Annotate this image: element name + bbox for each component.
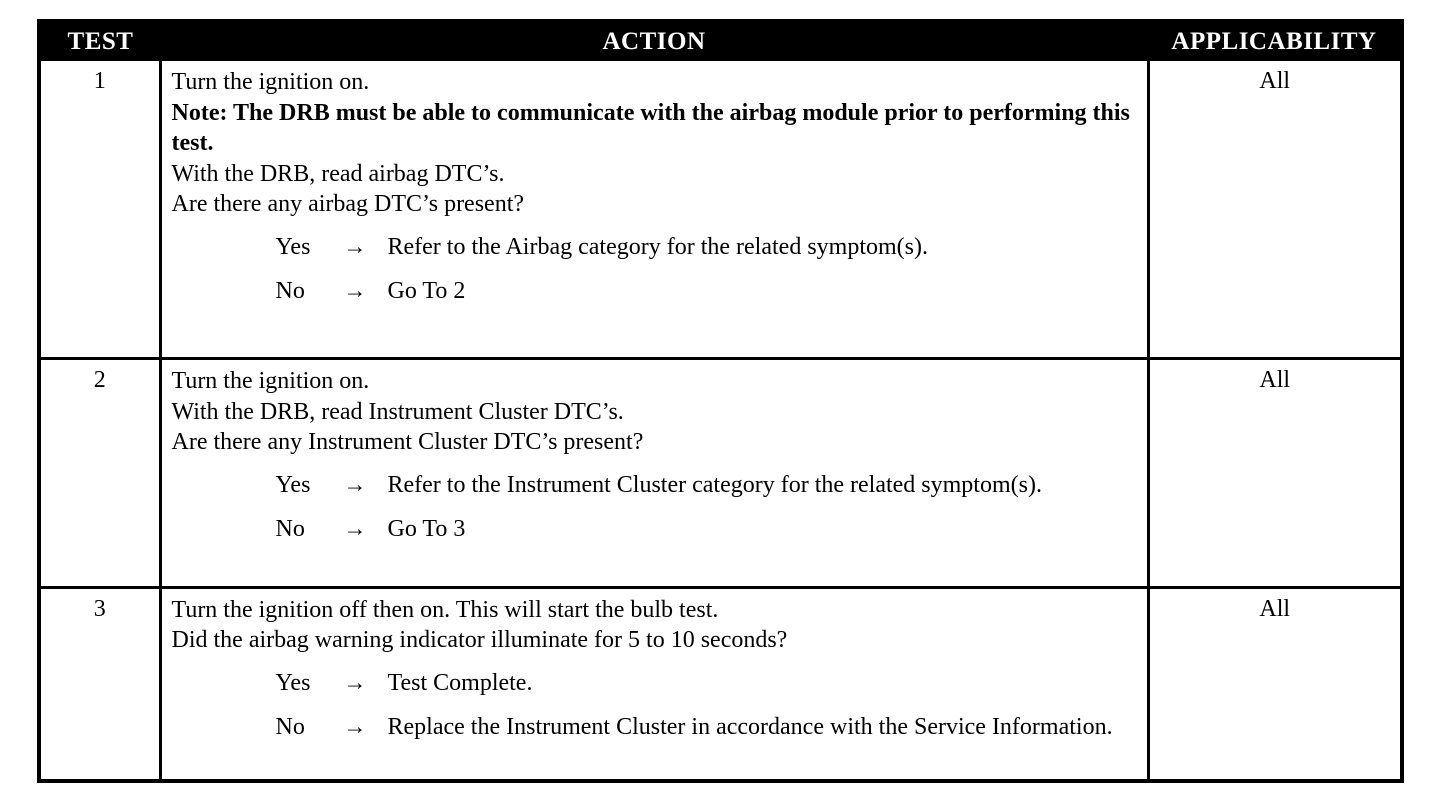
arrow-right-icon: → [343, 713, 367, 739]
branch-label: No [275, 277, 305, 304]
branch-text: Replace the Instrument Cluster in accord… [387, 713, 1113, 740]
branch-label: No [275, 713, 305, 740]
arrow-right-icon: → [343, 669, 367, 695]
column-header-applicability: APPLICABILITY [1148, 21, 1402, 61]
arrow-right-icon: → [343, 471, 367, 497]
action-note-line: Note: The DRB must be able to communicat… [171, 99, 1136, 157]
branch-text: Go To 3 [387, 515, 466, 542]
table-body: 1 Turn the ignition on. Note: The DRB mu… [39, 61, 1402, 781]
action-cell: Turn the ignition on. With the DRB, read… [160, 357, 1150, 588]
action-line: Did the airbag warning indicator illumin… [171, 627, 788, 654]
branch-yes: Yes → Test Complete. [172, 668, 1137, 698]
column-header-test: TEST [39, 21, 160, 61]
arrow-right-icon: → [343, 233, 367, 259]
column-header-action: ACTION [160, 21, 1148, 61]
branch-list: Yes → Refer to the Instrument Cluster ca… [172, 470, 1137, 544]
branch-label: Yes [275, 233, 311, 260]
table-header: TEST ACTION APPLICABILITY [39, 21, 1402, 61]
action-line: With the DRB, read airbag DTC’s. [171, 160, 505, 187]
branch-text: Test Complete. [387, 669, 533, 696]
action-cell: Turn the ignition off then on. This will… [160, 585, 1150, 781]
action-line: Turn the ignition on. [171, 69, 370, 95]
table-row: 1 Turn the ignition on. Note: The DRB mu… [39, 61, 1402, 359]
branch-no: No → Go To 2 [172, 276, 1137, 306]
action-line: Are there any Instrument Cluster DTC’s p… [171, 429, 644, 456]
branch-list: Yes → Test Complete. No → Replace the In… [172, 668, 1137, 742]
branch-list: Yes → Refer to the Airbag category for t… [172, 232, 1137, 306]
action-line: Turn the ignition off then on. This will… [171, 596, 719, 623]
action-cell: Turn the ignition on. Note: The DRB must… [160, 61, 1150, 359]
branch-no: No → Replace the Instrument Cluster in a… [172, 712, 1137, 742]
test-number-cell: 2 [39, 357, 162, 588]
branch-text: Go To 2 [387, 277, 466, 304]
branch-yes: Yes → Refer to the Instrument Cluster ca… [172, 470, 1137, 500]
table-row: 3 Turn the ignition off then on. This wi… [39, 585, 1402, 781]
action-line: Are there any airbag DTC’s present? [171, 191, 525, 217]
test-number-cell: 3 [39, 585, 162, 781]
arrow-right-icon: → [343, 515, 367, 541]
branch-no: No → Go To 3 [172, 514, 1137, 544]
branch-label: No [275, 515, 305, 542]
applicability-cell: All [1148, 357, 1402, 588]
header-row: TEST ACTION APPLICABILITY [39, 21, 1402, 61]
applicability-cell: All [1148, 585, 1402, 781]
applicability-cell: All [1148, 61, 1402, 359]
arrow-right-icon: → [343, 277, 367, 303]
diagnostic-test-table: TEST ACTION APPLICABILITY 1 Turn the ign… [37, 19, 1404, 783]
branch-text: Refer to the Airbag category for the rel… [387, 233, 928, 260]
branch-yes: Yes → Refer to the Airbag category for t… [172, 232, 1137, 262]
branch-label: Yes [275, 471, 311, 498]
branch-text: Refer to the Instrument Cluster category… [387, 471, 1042, 498]
test-number-cell: 1 [39, 61, 162, 359]
table-row: 2 Turn the ignition on. With the DRB, re… [39, 357, 1402, 588]
action-line: Turn the ignition on. [171, 368, 370, 395]
branch-label: Yes [275, 669, 311, 696]
action-line: With the DRB, read Instrument Cluster DT… [171, 398, 624, 425]
